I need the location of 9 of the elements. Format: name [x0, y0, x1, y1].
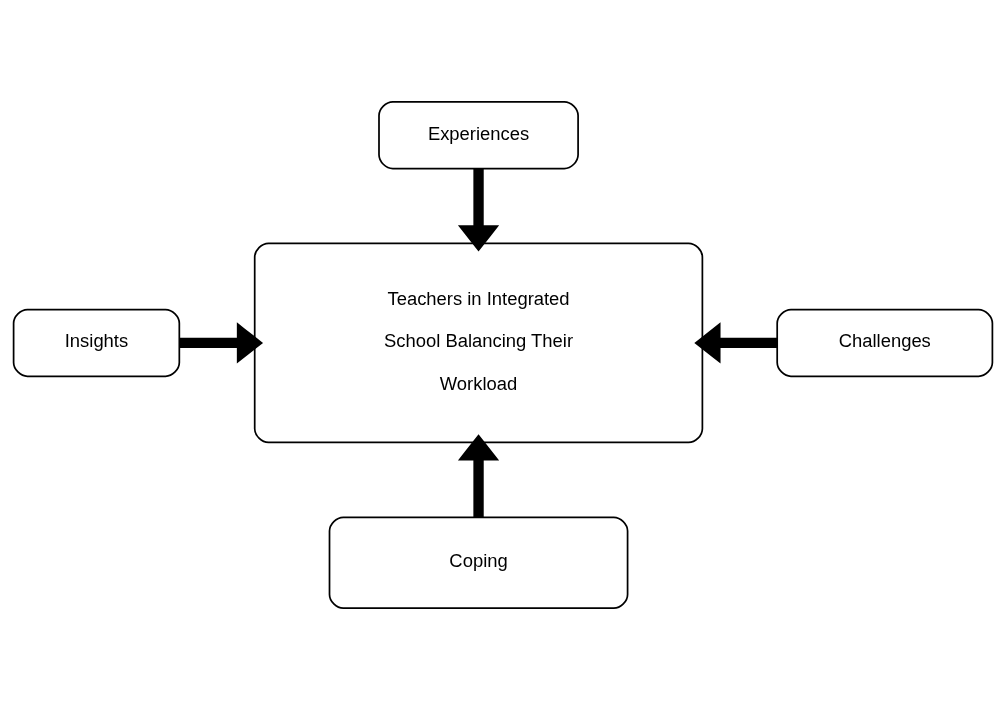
- arrow: [457, 168, 499, 252]
- arrow: [457, 434, 499, 518]
- node-box: Coping: [328, 516, 628, 610]
- node-box: Challenges: [775, 308, 993, 378]
- arrow: [179, 322, 263, 364]
- node-box: Insights: [12, 308, 180, 378]
- node-box: Experiences: [377, 100, 579, 170]
- arrow: [693, 322, 777, 364]
- node-box: Teachers in Integrated School Balancing Their Workload: [253, 242, 703, 444]
